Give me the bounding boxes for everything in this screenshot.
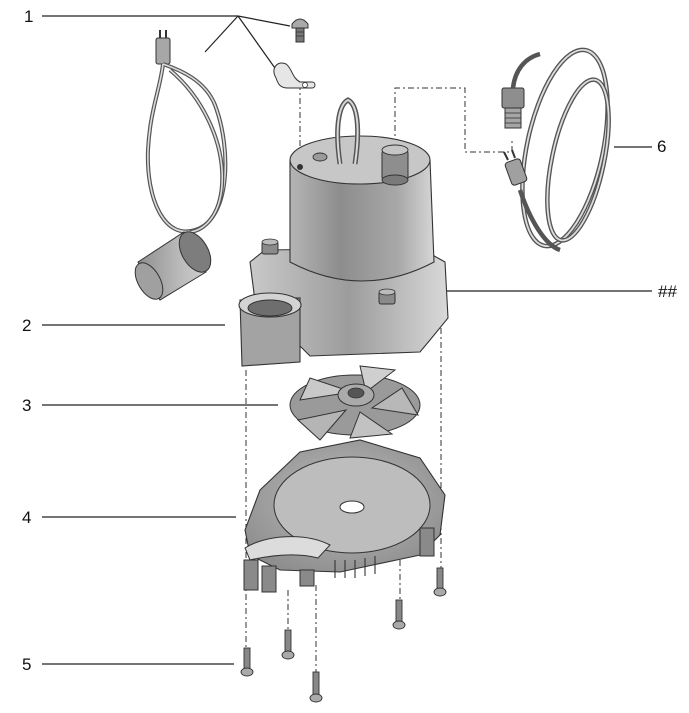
callout-6: 6: [614, 137, 666, 156]
float-cord-inner: [168, 68, 225, 234]
callout-2: 2: [22, 316, 225, 335]
base-screw-4: [392, 599, 406, 630]
base-fins: [334, 556, 376, 578]
float-end-cap: [178, 231, 212, 273]
leader-line-1-float: [204, 15, 239, 53]
clip-hole: [302, 82, 308, 88]
base-foot-1: [243, 559, 259, 591]
base-screw-5: [433, 567, 447, 597]
cord-clip: [273, 62, 316, 89]
impeller-vane-1: [299, 377, 353, 401]
vent-cap: [312, 152, 328, 162]
base-screws: [240, 567, 447, 703]
float-plug: [155, 37, 171, 65]
callout-label-hash: ##: [658, 282, 677, 301]
power-plug-prong-right: [511, 149, 516, 159]
housing-bolt-right: [378, 288, 396, 305]
impeller: [289, 365, 421, 441]
float-cord-inner-hl: [169, 69, 223, 233]
callout-label-1: 1: [24, 7, 33, 26]
base-foot-2: [261, 565, 277, 593]
base-plate-lip: [244, 536, 331, 561]
callout-hash: ##: [445, 282, 677, 301]
power-plug: [504, 158, 528, 186]
callout-label-2: 2: [22, 316, 31, 335]
clip-body: [273, 62, 316, 89]
housing-bolt-left: [261, 238, 279, 255]
base-plate-intake: [339, 500, 365, 514]
base-screw-1: [240, 647, 254, 677]
callout-4: 4: [22, 508, 236, 527]
motor-top: [289, 135, 431, 185]
base-foot-3: [299, 569, 315, 587]
cord-fitting: [501, 87, 525, 109]
screw-shaft: [295, 27, 305, 43]
base-foot-4: [419, 527, 435, 557]
callout-label-5: 5: [22, 655, 31, 674]
callout-3: 3: [22, 396, 278, 415]
callout-label-6: 6: [657, 137, 666, 156]
callout-label-3: 3: [22, 396, 31, 415]
assembly-line-cord: [394, 87, 513, 153]
mounting-screw: [291, 18, 309, 43]
leader-line-1-screw: [237, 15, 291, 27]
power-plug-prong-left: [503, 151, 509, 161]
callout-5: 5: [22, 655, 234, 674]
motor-cylinder: [289, 159, 435, 282]
base-plate: [243, 439, 446, 593]
screw-hole: [297, 164, 303, 170]
impeller-vane-3: [349, 411, 394, 439]
motor-housing: [238, 97, 449, 367]
impeller-vane-2: [296, 409, 348, 441]
float-bottom: [134, 262, 164, 300]
screw-head: [291, 18, 309, 29]
float-switch: [134, 30, 228, 301]
impeller-bore: [347, 387, 365, 399]
callout-label-4: 4: [22, 508, 31, 527]
impeller-vane-4: [370, 387, 419, 416]
power-cord: [501, 47, 611, 253]
base-screw-3: [309, 671, 323, 703]
discharge-bore: [247, 299, 293, 317]
base-screw-2: [281, 629, 295, 660]
impeller-vane-5: [359, 365, 397, 393]
